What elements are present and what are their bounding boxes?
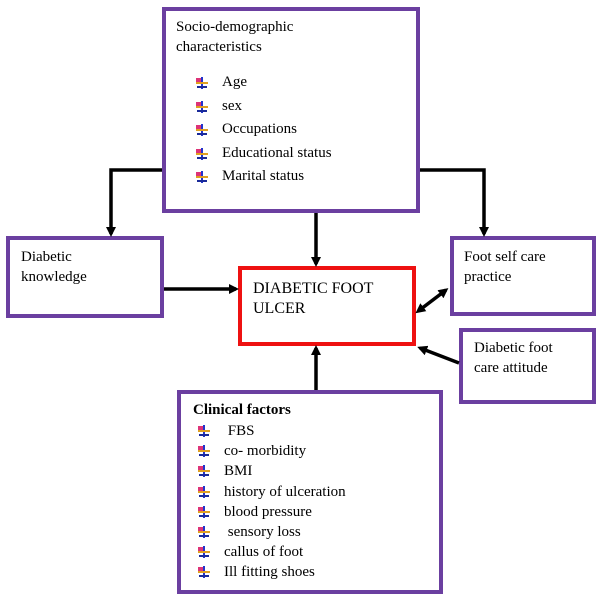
- list-item: callus of foot: [198, 542, 346, 562]
- arrow-socio-to-selfcare: [420, 168, 489, 237]
- list-item-label: Educational status: [222, 144, 332, 161]
- cross-bullet-icon: [196, 124, 208, 136]
- diabetic-foot-ulcer-title: DIABETIC FOOT ULCER: [253, 280, 374, 317]
- cross-bullet-icon: [196, 100, 208, 113]
- list-item-label: callus of foot: [224, 544, 304, 561]
- list-item: sex: [196, 95, 332, 119]
- foot-care-attitude-box: [459, 328, 596, 404]
- diabetic-knowledge-box: [6, 236, 164, 318]
- diabetic-foot-ulcer-box: [238, 266, 416, 346]
- list-item-label: Ill fitting shoes: [224, 564, 315, 581]
- list-item-label: sex: [222, 97, 242, 114]
- clinical-factors-title: Clinical factors: [193, 402, 291, 418]
- list-item-label: Occupations: [222, 121, 297, 137]
- list-item-label: BMI: [224, 463, 253, 480]
- list-item: Occupations: [196, 118, 332, 142]
- socio-demographic-title: Socio-demographic characteristics: [176, 19, 294, 55]
- list-item-label: sensory loss: [224, 523, 301, 540]
- cross-bullet-icon: [196, 147, 208, 160]
- list-item: Age: [196, 71, 332, 95]
- foot-self-care-title: Foot self care practice: [464, 249, 546, 285]
- list-item-label: Age: [222, 74, 247, 90]
- list-item: FBS: [198, 421, 346, 441]
- list-item: history of ulceration: [198, 482, 346, 502]
- cross-bullet-icon: [198, 546, 210, 559]
- cross-bullet-icon: [198, 505, 210, 518]
- clinical-factors-box: [177, 390, 443, 594]
- list-item-label: FBS: [224, 423, 255, 439]
- list-item: co- morbidity: [198, 441, 346, 461]
- list-item-label: co- morbidity: [224, 443, 307, 460]
- list-item: BMI: [198, 461, 346, 481]
- list-item: Marital status: [196, 165, 332, 189]
- list-item-label: blood pressure: [224, 503, 312, 520]
- foot-self-care-box: [450, 236, 596, 316]
- cross-bullet-icon: [198, 566, 210, 579]
- cross-bullet-icon: [196, 77, 208, 89]
- list-item: Educational status: [196, 142, 332, 166]
- cross-bullet-icon: [198, 465, 210, 478]
- list-item: blood pressure: [198, 502, 346, 522]
- cross-bullet-icon: [198, 525, 210, 538]
- list-item-label: history of ulceration: [224, 483, 346, 500]
- cross-bullet-icon: [198, 425, 210, 437]
- arrow-socio-to-knowledge: [106, 168, 162, 237]
- arrow-attitude-to-ulcer: [417, 345, 460, 365]
- list-item: sensory loss: [198, 522, 346, 542]
- foot-care-attitude-title: Diabetic foot care attitude: [474, 340, 553, 376]
- cross-bullet-icon: [198, 485, 210, 498]
- list-item: Ill fitting shoes: [198, 562, 346, 582]
- cross-bullet-icon: [196, 171, 208, 183]
- cross-bullet-icon: [198, 445, 210, 458]
- arrow-ulcer-selfcare-bidirectional: [415, 288, 449, 314]
- list-item-label: Marital status: [222, 168, 305, 184]
- diabetic-knowledge-title: Diabetic knowledge: [21, 249, 87, 285]
